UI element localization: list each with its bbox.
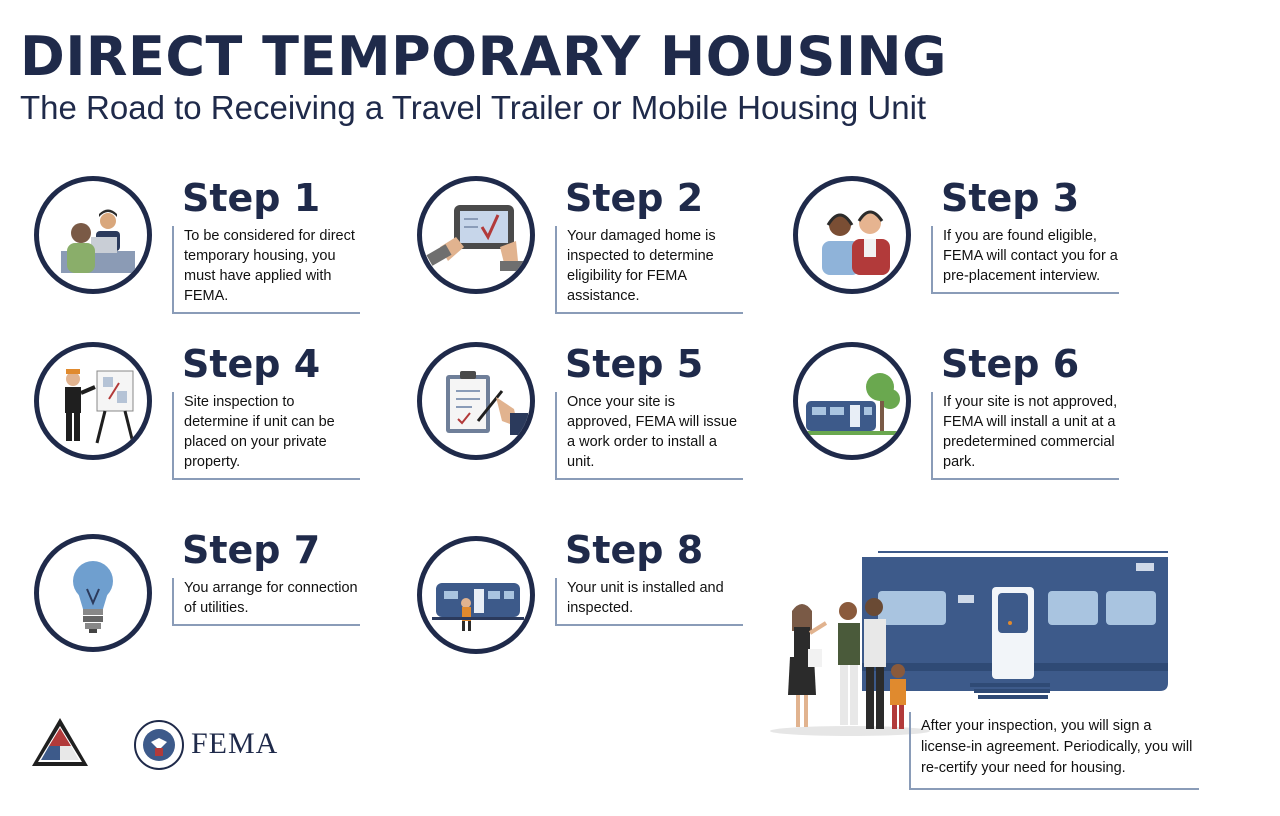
applicant-interview-icon: [61, 209, 135, 273]
step-1-text: To be considered for direct temporary ho…: [184, 228, 355, 304]
step-3-box: If you are found eligible, FEMA will con…: [931, 226, 1119, 294]
step-8-box: Your unit is installed and inspected.: [555, 578, 743, 626]
step-1-box: To be considered for direct temporary ho…: [172, 226, 360, 314]
step-5-heading: Step 5: [565, 342, 704, 386]
step-7-heading: Step 7: [182, 528, 321, 572]
step-3-heading: Step 3: [941, 176, 1080, 220]
step-6-heading: Step 6: [941, 342, 1080, 386]
page-subtitle: The Road to Receiving a Travel Trailer o…: [20, 89, 927, 126]
final-step-text: After your inspection, you will sign a l…: [921, 718, 1193, 776]
step-7: Step 7 You arrange for connection of uti…: [34, 528, 414, 668]
step-4-heading: Step 4: [182, 342, 321, 386]
step-4: Step 4 Site inspection to determine if u…: [34, 342, 414, 482]
step-7-box: You arrange for connection of utilities.: [172, 578, 360, 626]
step-6-box: If your site is not approved, FEMA will …: [931, 392, 1119, 480]
step-3: Step 3 If you are found eligible, FEMA w…: [793, 176, 1173, 316]
final-step-box: After your inspection, you will sign a l…: [909, 712, 1199, 790]
step-3-text: If you are found eligible, FEMA will con…: [943, 228, 1118, 284]
step-7-text: You arrange for connection of utilities.: [184, 580, 358, 616]
step-8: Step 8 Your unit is installed and inspec…: [417, 528, 797, 668]
step-1: Step 1 To be considered for direct tempo…: [34, 176, 414, 316]
trailer-park-icon: [802, 373, 902, 435]
trailer-installation-icon: [432, 583, 524, 631]
step-5-circle: [417, 342, 535, 460]
fema-wordmark: FEMA: [191, 727, 279, 760]
step-6-text: If your site is not approved, FEMA will …: [943, 394, 1118, 470]
step-2-circle: [417, 176, 535, 294]
page-title: DIRECT TEMPORARY HOUSING: [20, 25, 947, 88]
step-5-box: Once your site is approved, FEMA will is…: [555, 392, 743, 480]
call-center-agents-icon: [822, 210, 890, 275]
step-1-circle: [34, 176, 152, 294]
step-6: Step 6 If your site is not approved, FEM…: [793, 342, 1173, 482]
step-8-heading: Step 8: [565, 528, 704, 572]
step-8-circle: [417, 536, 535, 654]
step-2: Step 2 Your damaged home is inspected to…: [417, 176, 797, 316]
dhs-seal-logo: [134, 720, 184, 770]
step-6-circle: [793, 342, 911, 460]
step-5: Step 5 Once your site is approved, FEMA …: [417, 342, 797, 482]
step-8-text: Your unit is installed and inspected.: [567, 580, 724, 616]
step-3-circle: [793, 176, 911, 294]
family-trailer-illustration: [770, 551, 1168, 736]
step-2-heading: Step 2: [565, 176, 704, 220]
step-4-text: Site inspection to determine if unit can…: [184, 394, 335, 470]
step-2-box: Your damaged home is inspected to determ…: [555, 226, 743, 314]
step-4-box: Site inspection to determine if unit can…: [172, 392, 360, 480]
step-4-circle: [34, 342, 152, 460]
step-7-circle: [34, 534, 152, 652]
north-carolina-emergency-management-logo: [32, 718, 88, 766]
light-bulb-icon: [73, 561, 113, 633]
clipboard-signing-icon: [446, 371, 528, 435]
step-1-heading: Step 1: [182, 176, 321, 220]
step-2-text: Your damaged home is inspected to determ…: [567, 228, 716, 304]
site-plan-presentation-icon: [65, 369, 135, 444]
step-5-text: Once your site is approved, FEMA will is…: [567, 394, 738, 470]
tablet-inspection-icon: [426, 205, 524, 271]
